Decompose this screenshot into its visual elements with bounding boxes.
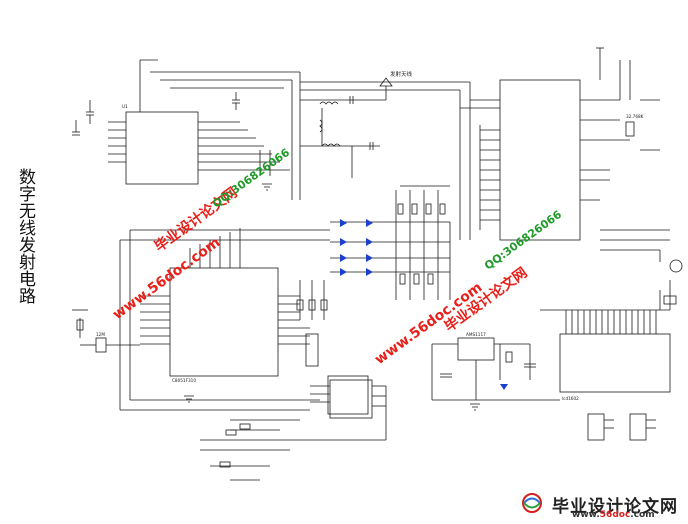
driver-ic (327, 375, 369, 415)
regulator-part-label: AMS1117 (466, 332, 486, 337)
crystal-label: 12M (96, 332, 105, 337)
footer-url[interactable]: www.56doc.com (572, 510, 655, 520)
crystal-label-2: 32.768K (626, 114, 644, 119)
led-icon (500, 384, 508, 390)
footer-site-name: 毕业设计论文网 (552, 497, 678, 517)
antenna-label: 发射天线 (390, 70, 413, 78)
diode-icon (366, 238, 373, 246)
footer-url-suffix: .com (630, 510, 655, 520)
diode-icon (366, 268, 373, 276)
rf-ic-ref: U1 (122, 104, 128, 109)
footer-url-prefix: www. (572, 510, 600, 520)
lcd-module (559, 333, 671, 393)
diagram-title: 数字无线发射电路 (15, 168, 35, 304)
connector-right (629, 413, 647, 441)
diode-matrix (340, 219, 373, 276)
lcd-part-label: lcd1602 (562, 396, 579, 401)
encoder-ic (499, 79, 581, 241)
diode-icon (366, 254, 373, 262)
site-logo-icon (522, 493, 542, 513)
diode-icon (340, 254, 347, 262)
wires (72, 47, 683, 481)
connector-left (587, 413, 605, 441)
diode-icon (340, 268, 347, 276)
diode-icon (340, 219, 347, 227)
mcu (169, 267, 279, 377)
regulator (457, 337, 495, 361)
rf-ic (125, 111, 199, 185)
switch-ic (329, 379, 373, 419)
diode-icon (340, 238, 347, 246)
diode-icon (366, 219, 373, 227)
footer-url-mid: 56doc (599, 510, 631, 520)
mcu-part-label: C8051F310 (172, 378, 196, 383)
